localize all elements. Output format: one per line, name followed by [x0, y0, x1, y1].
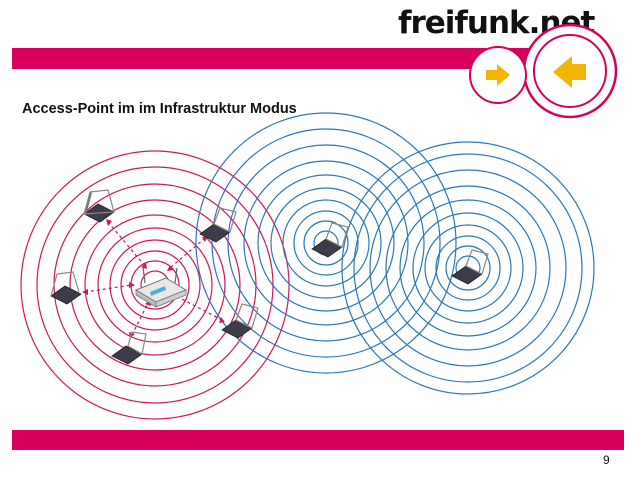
footer-bar [12, 430, 624, 450]
page-number: 9 [603, 453, 610, 467]
laptop-icon [112, 332, 146, 364]
laptop-icon [84, 190, 114, 222]
laptop-icon [452, 250, 488, 284]
laptop-icon [200, 208, 236, 242]
